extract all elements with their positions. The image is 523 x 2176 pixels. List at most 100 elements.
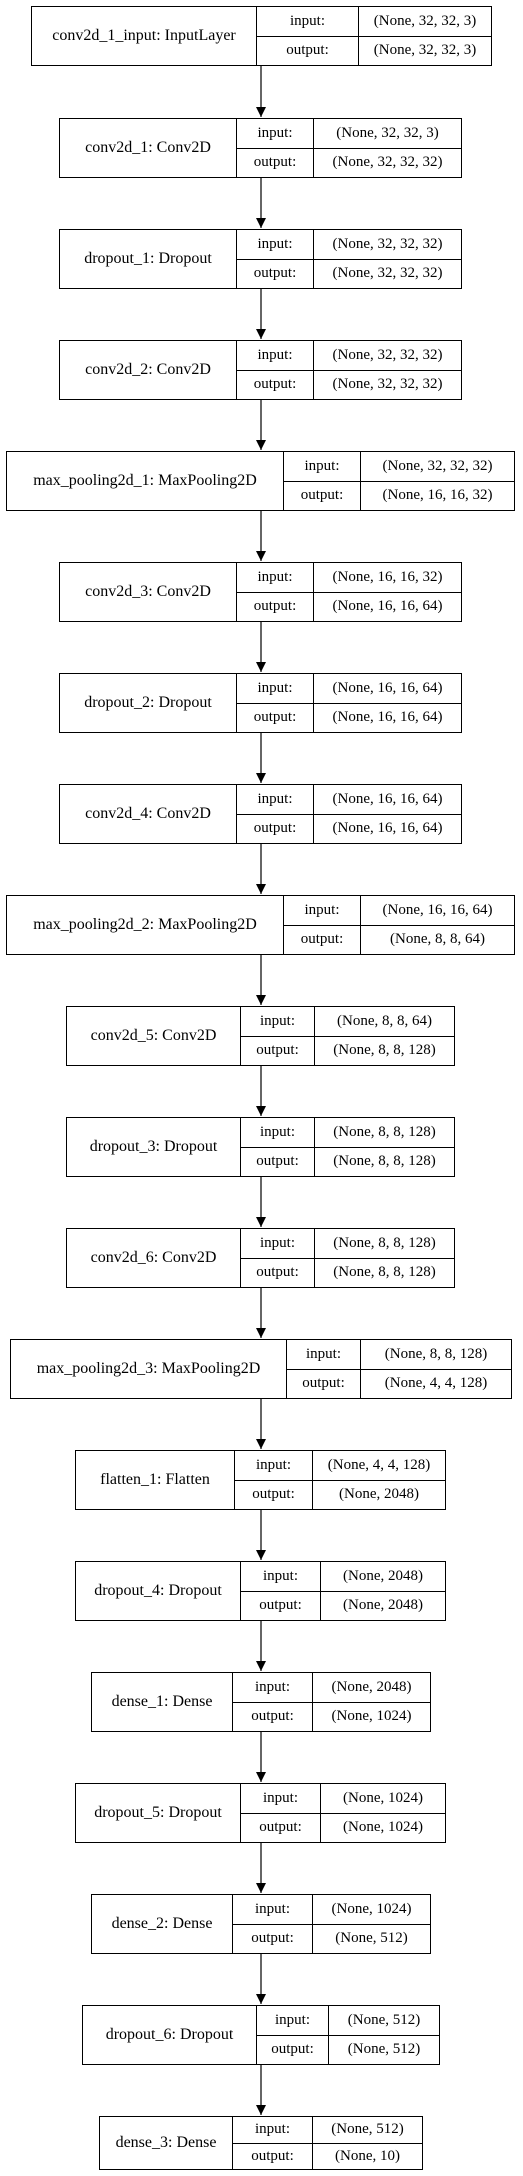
input-shape: (None, 16, 16, 64) [332, 790, 443, 807]
output-port-row: output: (None, 16, 16, 64) [237, 591, 461, 621]
output-label: output: [237, 148, 314, 177]
input-port-row: input: (None, 32, 32, 32) [237, 230, 461, 259]
layer-name: max_pooling2d_2: MaxPooling2D [7, 896, 284, 954]
input-port-row: input:(None, 8, 8, 128) [287, 1340, 511, 1369]
input-shape: (None, 16, 16, 64) [382, 901, 493, 918]
input-port-row: input: (None, 16, 16, 64) [237, 674, 461, 703]
input-port-row: input:(None, 2048) [241, 1562, 445, 1591]
output-port-row: output:(None, 32, 32, 32) [237, 258, 461, 288]
input-port-row: input:(None, 512) [233, 2117, 422, 2143]
output-shape: (None, 16, 16, 64) [332, 598, 443, 615]
input-label: input: [241, 1229, 315, 1258]
input-label: input: [237, 674, 314, 703]
output-shape: (None, 1024) [343, 1819, 423, 1836]
input-shape: (None, 32, 32, 32) [332, 346, 443, 363]
layer-name: dropout_4: Dropout [76, 1562, 241, 1620]
input-label: input: [235, 1451, 313, 1480]
input-shape: (None, 8, 8, 64) [337, 1012, 432, 1029]
layer-name: conv2d_6: Conv2D [67, 1229, 241, 1287]
output-label: output: [241, 1147, 315, 1176]
layer-name: conv2d_4: Conv2D [60, 785, 237, 843]
layer-name: dropout_1: Dropout [60, 230, 237, 288]
output-port-row: output: (None, 512) [257, 2034, 439, 2064]
input-shape: (None, 8, 8, 128) [384, 1345, 488, 1362]
output-shape: (None, 10) [335, 2147, 400, 2164]
input-label: input: [237, 785, 314, 814]
layer-name: conv2d_1_input: InputLayer [32, 7, 257, 65]
output-shape: (None, 32, 32, 32) [332, 265, 443, 282]
output-label: output: [257, 36, 359, 65]
layer-name: conv2d_1: Conv2D [60, 119, 237, 177]
input-shape: (None, 32, 32, 3) [336, 124, 439, 141]
output-shape: (None, 512) [347, 2041, 421, 2058]
input-shape: (None, 1024) [343, 1789, 423, 1806]
input-shape: (None, 512) [347, 2011, 421, 2028]
output-shape: (None, 32, 32, 32) [332, 154, 443, 171]
input-label: input: [237, 341, 314, 370]
output-label: output: [287, 1369, 361, 1398]
layer-name: max_pooling2d_3: MaxPooling2D [11, 1340, 287, 1398]
input-port-row: input:(None, 16, 16, 32) [237, 563, 461, 592]
input-label: input: [257, 7, 359, 36]
input-label: input: [257, 2006, 329, 2035]
input-shape: (None, 2048) [343, 1567, 423, 1584]
output-port-row: output:(None, 1024) [233, 1701, 430, 1731]
input-shape: (None, 2048) [331, 1678, 412, 1695]
input-port-row: input:(None, 32, 32, 3) [237, 119, 461, 148]
output-port-row: output:(None, 2048) [241, 1590, 445, 1620]
input-port-row: input:(None, 16, 16, 64) [284, 896, 514, 925]
input-label: input: [233, 1895, 313, 1924]
output-port-row: output:(None, 2048) [235, 1479, 445, 1509]
input-shape: (None, 16, 16, 64) [332, 679, 443, 696]
layer-name: dense_3: Dense [100, 2117, 233, 2169]
input-port-row: input:(None, 8, 8, 64) [241, 1007, 454, 1036]
output-shape: (None, 4, 4, 128) [384, 1375, 488, 1392]
input-shape: (None, 32, 32, 3) [373, 12, 477, 29]
output-shape: (None, 16, 16, 64) [332, 820, 443, 837]
output-label: output: [284, 925, 361, 954]
input-port-row: input: (None, 1024) [241, 1784, 445, 1813]
output-shape: (None, 16, 16, 64) [332, 709, 443, 726]
output-shape: (None, 8, 8, 128) [333, 1042, 436, 1059]
input-shape: (None, 32, 32, 32) [332, 235, 443, 252]
output-port-row: output:(None, 1024) [241, 1812, 445, 1842]
output-label: output: [237, 703, 314, 732]
output-shape: (None, 2048) [343, 1597, 423, 1614]
input-shape: (None, 8, 8, 128) [333, 1234, 436, 1251]
input-shape: (None, 16, 16, 32) [332, 568, 443, 585]
input-port-row: input:(None, 32, 32, 32) [284, 452, 514, 481]
output-label: output: [257, 2035, 329, 2064]
input-label: input: [241, 1118, 315, 1147]
input-label: input: [237, 230, 314, 259]
output-label: output: [237, 592, 314, 621]
output-port-row: output:(None, 8, 8, 128) [241, 1035, 454, 1065]
output-shape: (None, 8, 8, 64) [390, 931, 485, 948]
input-label: input: [284, 452, 361, 481]
output-port-row: output: (None, 4, 4, 128) [287, 1368, 511, 1398]
layer-name: dropout_3: Dropout [67, 1118, 241, 1176]
output-shape: (None, 32, 32, 3) [373, 42, 477, 59]
output-port-row: output:(None, 32, 32, 32) [237, 369, 461, 399]
layer-name: dense_1: Dense [92, 1673, 233, 1731]
input-port-row: input:(None, 2048) [233, 1673, 430, 1702]
input-port-row: input:(None, 4, 4, 128) [235, 1451, 445, 1480]
input-label: input: [241, 1784, 321, 1813]
layer-name: conv2d_5: Conv2D [67, 1007, 241, 1065]
